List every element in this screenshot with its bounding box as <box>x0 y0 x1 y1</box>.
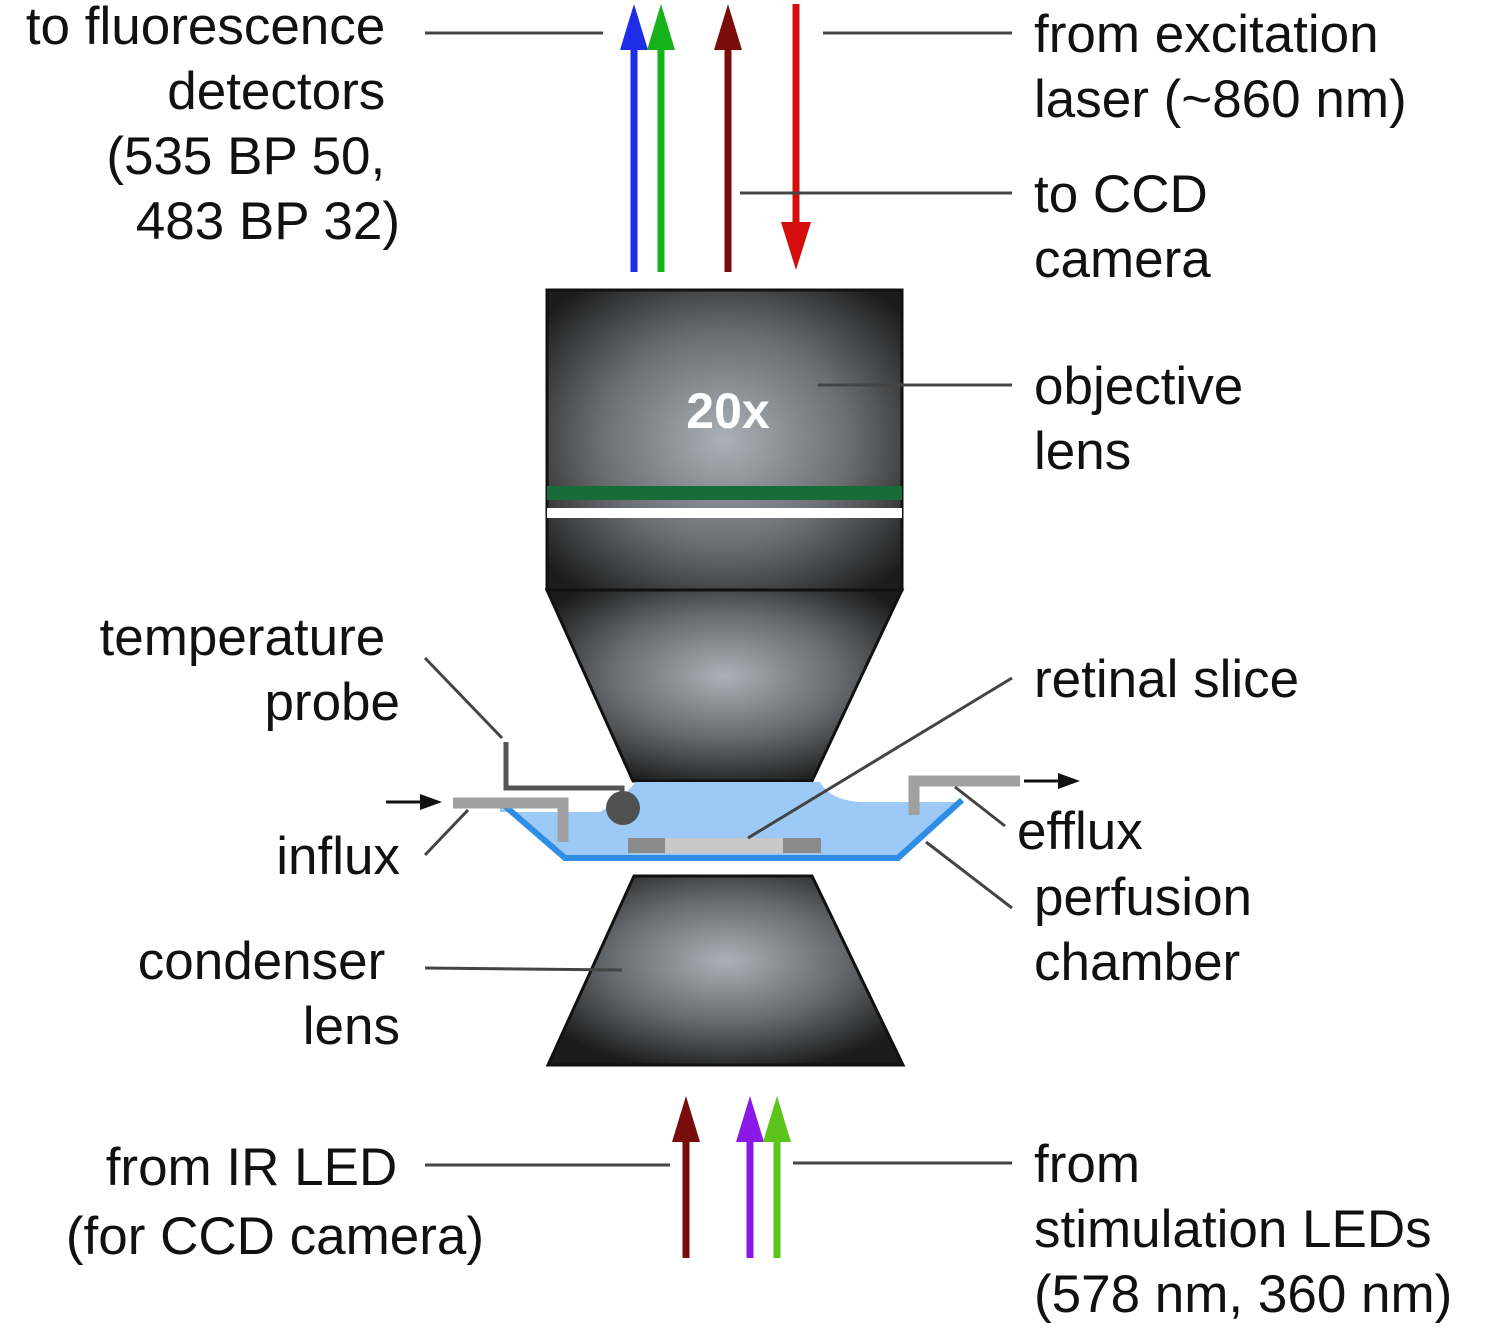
label-stimulation-leds: from stimulation LEDs (578 nm, 360 nm) <box>1034 1135 1452 1324</box>
label-retinal-slice: retinal slice <box>1034 650 1299 709</box>
label-ir-led: from IR LED (for CCD camera) <box>66 1138 484 1266</box>
label-ccd-camera: to CCD camera <box>1034 165 1223 289</box>
perfusion-chamber <box>496 782 965 861</box>
fluorescence-beam-green <box>647 4 675 272</box>
leader-efflux <box>954 785 1006 828</box>
label-influx: influx <box>276 827 400 886</box>
label-condenser-lens: condenser lens <box>138 932 400 1056</box>
leader-perfusion <box>925 840 1013 910</box>
leader-condenser <box>424 966 623 972</box>
label-excitation-laser: from excitation laser (~860 nm) <box>1034 5 1407 129</box>
efflux-tube <box>908 775 1020 815</box>
label-fluorescence-detectors: to fluorescence detectors (535 BP 50, 48… <box>26 0 400 251</box>
leader-influx <box>423 808 470 857</box>
ccd-beam-darkred <box>714 4 742 272</box>
retinal-slice <box>665 838 783 853</box>
label-efflux: efflux <box>1017 802 1143 861</box>
excitation-laser-beam-red <box>781 4 811 270</box>
influx-arrow <box>386 794 442 810</box>
objective-lens: 20x <box>544 288 905 783</box>
influx-tube <box>453 797 569 842</box>
temperature-probe <box>503 742 640 825</box>
label-perfusion-chamber: perfusion chamber <box>1034 868 1267 992</box>
condenser-lens <box>545 874 906 1067</box>
leader-temperature <box>423 656 504 740</box>
fluorescence-beam-blue <box>620 4 648 272</box>
leader-retinal-slice <box>747 676 1013 840</box>
efflux-arrow <box>1024 773 1080 789</box>
stimulation-beam-violet <box>736 1096 764 1258</box>
ir-led-beam <box>672 1096 700 1258</box>
stimulation-beam-green <box>763 1096 791 1258</box>
label-objective-lens: objective lens <box>1034 357 1258 481</box>
label-temperature-probe: temperature probe <box>100 608 401 732</box>
magnification-label: 20x <box>686 383 770 439</box>
